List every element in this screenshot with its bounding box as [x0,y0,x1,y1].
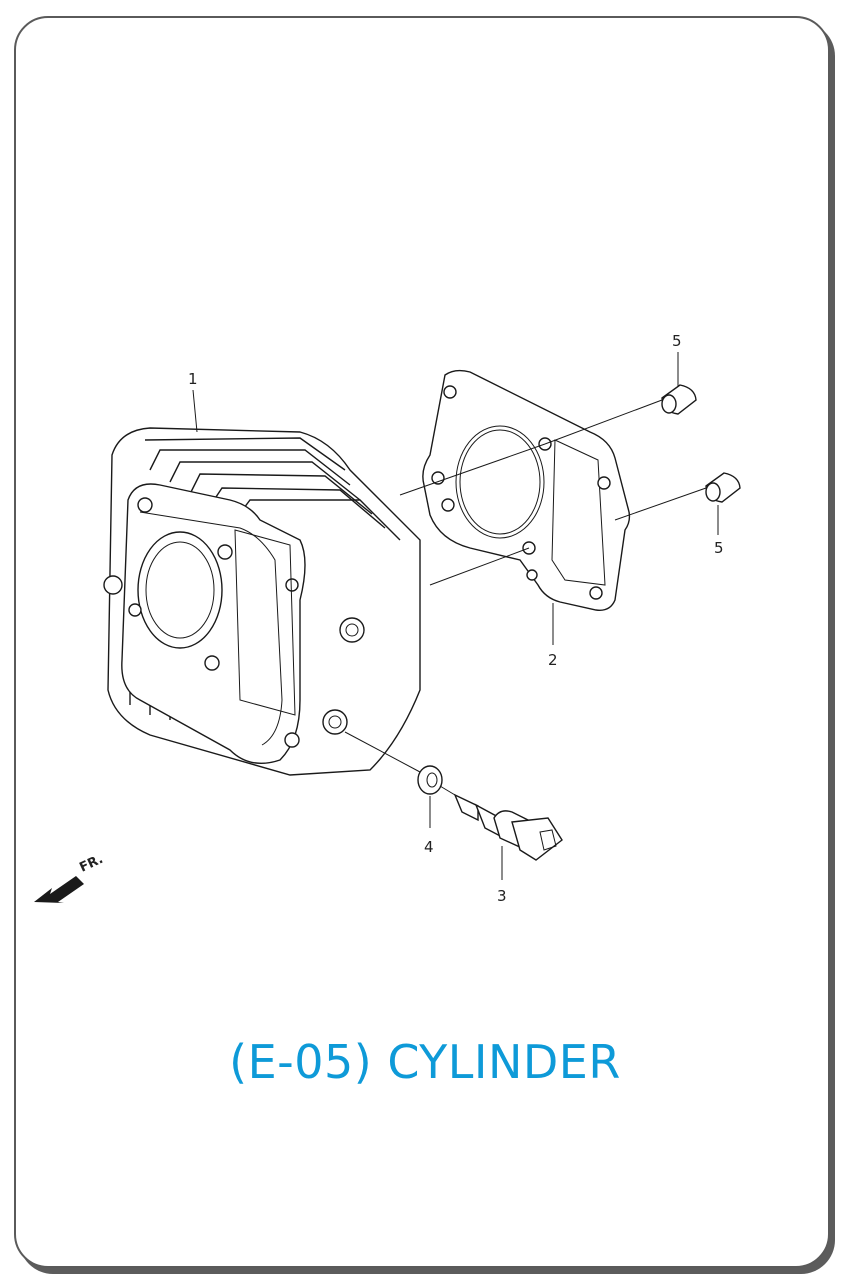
page-title: (E-05) CYLINDER [229,1035,621,1089]
callout-5-lower: 5 [714,539,724,557]
temperature-sensor [453,793,563,861]
dowel-pin-upper [661,384,697,415]
cylinder-gasket [422,369,631,611]
callout-5-upper: 5 [672,332,682,350]
callout-2: 2 [548,651,558,669]
callout-4: 4 [424,838,434,856]
front-direction-label: FR. [77,852,105,876]
callout-3: 3 [497,887,507,905]
callout-1: 1 [188,370,198,388]
leader-lines [192,352,719,880]
cylinder-block [103,427,421,776]
front-direction-arrow-icon [34,876,84,903]
dowel-pin-lower [705,472,741,503]
sealing-washer [417,765,443,795]
